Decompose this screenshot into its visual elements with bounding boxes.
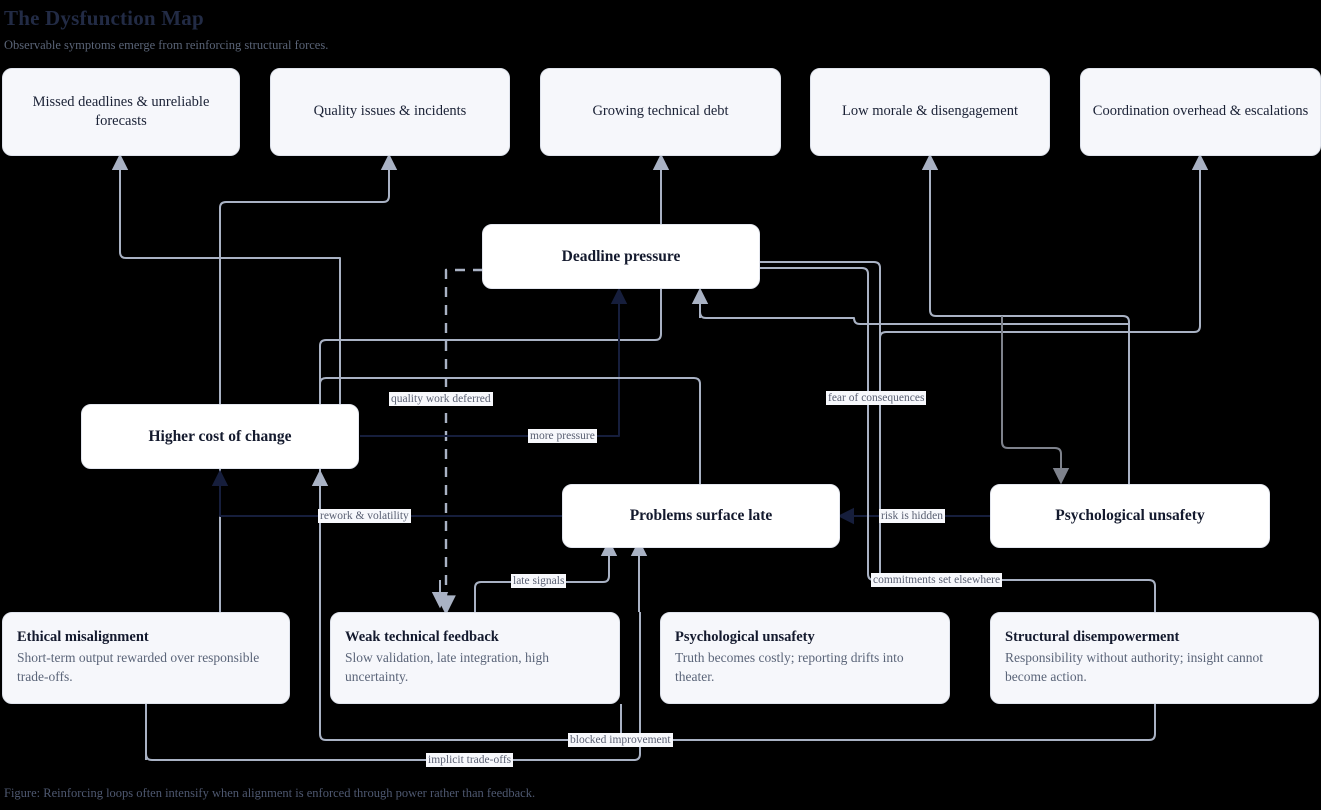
- core-problems-surface-late[interactable]: Problems surface late: [562, 484, 840, 548]
- edge-label-fear-of-consequences: fear of consequences: [826, 391, 927, 405]
- edge-label-late-signals: late signals: [511, 574, 567, 588]
- root-weak-technical-feedback[interactable]: Weak technical feedback Slow validation,…: [330, 612, 620, 704]
- root-title: Weak technical feedback: [345, 629, 499, 646]
- core-label: Deadline pressure: [561, 247, 681, 265]
- root-desc: Slow validation, late integration, high …: [345, 650, 549, 684]
- symptom-technical-debt[interactable]: Growing technical debt: [540, 68, 781, 156]
- core-psychological-unsafety[interactable]: Psychological unsafety: [990, 484, 1270, 548]
- root-desc: Responsibility without authority; insigh…: [1005, 650, 1263, 684]
- symptom-label: Growing technical debt: [592, 103, 729, 120]
- page-subtitle: Observable symptoms emerge from reinforc…: [4, 38, 329, 52]
- root-ethical-misalignment[interactable]: Ethical misalignment Short-term output r…: [2, 612, 290, 704]
- edge-more-pressure: [360, 287, 628, 437]
- symptom-missed-deadlines[interactable]: Missed deadlines & unreliable forecasts: [2, 68, 240, 156]
- symptom-quality-issues[interactable]: Quality issues & incidents: [270, 68, 510, 156]
- root-structural-disempowerment[interactable]: Structural disempowerment Responsibility…: [990, 612, 1319, 704]
- core-label: Higher cost of change: [148, 427, 292, 445]
- page-title: The Dysfunction Map: [4, 6, 204, 30]
- core-label: Psychological unsafety: [1055, 507, 1205, 524]
- symptom-label: Low morale & disengagement: [842, 103, 1018, 120]
- edge-unsafety-to-low-morale: [921, 153, 1130, 484]
- edge-label-blocked-improvement: blocked improvement: [568, 733, 673, 747]
- root-title: Structural disempowerment: [1005, 629, 1180, 646]
- symptom-coordination-overhead[interactable]: Coordination overhead & escalations: [1080, 68, 1321, 156]
- root-desc: Truth becomes costly; reporting drifts i…: [675, 650, 904, 684]
- edge-label-implicit-trade-offs: implicit trade-offs: [426, 753, 514, 767]
- root-title: Ethical misalignment: [17, 629, 149, 646]
- core-higher-cost-of-change[interactable]: Higher cost of change: [81, 404, 359, 469]
- core-label: Problems surface late: [629, 507, 773, 524]
- symptom-label: Coordination overhead & escalations: [1092, 103, 1309, 120]
- edge-to-quality-issues: [219, 153, 398, 620]
- symptom-label: Missed deadlines & unreliable forecasts: [32, 93, 210, 129]
- edge-rework-and-volatility: [211, 469, 562, 517]
- symptom-label: Quality issues & incidents: [313, 103, 467, 120]
- edge-label-more-pressure: more pressure: [528, 429, 597, 443]
- figure-caption: Figure: Reinforcing loops often intensif…: [4, 786, 536, 800]
- root-title: Psychological unsafety: [675, 629, 815, 646]
- edge-blocked-improvement: [311, 469, 1156, 741]
- core-deadline-pressure[interactable]: Deadline pressure: [482, 224, 760, 289]
- symptom-low-morale[interactable]: Low morale & disengagement: [810, 68, 1050, 156]
- edge-commitments-set-elsewhere: [760, 267, 1156, 612]
- edge-structural-to-coordination: [879, 153, 1209, 440]
- edge-label-rework-and-volatility: rework & volatility: [318, 509, 411, 523]
- edge-label-commitments-set-elsewhere: commitments set elsewhere: [871, 573, 1003, 587]
- edge-problems-to-deadline: [319, 377, 701, 604]
- edge-structural-to-psych-unsafety: [1001, 316, 1070, 485]
- root-psychological-unsafety[interactable]: Psychological unsafety Truth becomes cos…: [660, 612, 950, 704]
- edge-cost-to-missed-deadlines: [111, 153, 341, 405]
- edge-dashed-deadline-to-weak-feedback: [436, 268, 483, 616]
- edge-fear-of-consequences: [699, 296, 1130, 484]
- edge-deadline-right-to-coordination: [760, 261, 881, 580]
- root-desc: Short-term output rewarded over responsi…: [17, 650, 260, 684]
- edge-label-quality-work-deferred: quality work deferred: [389, 392, 493, 406]
- edge-label-risk-is-hidden: risk is hidden: [879, 509, 945, 523]
